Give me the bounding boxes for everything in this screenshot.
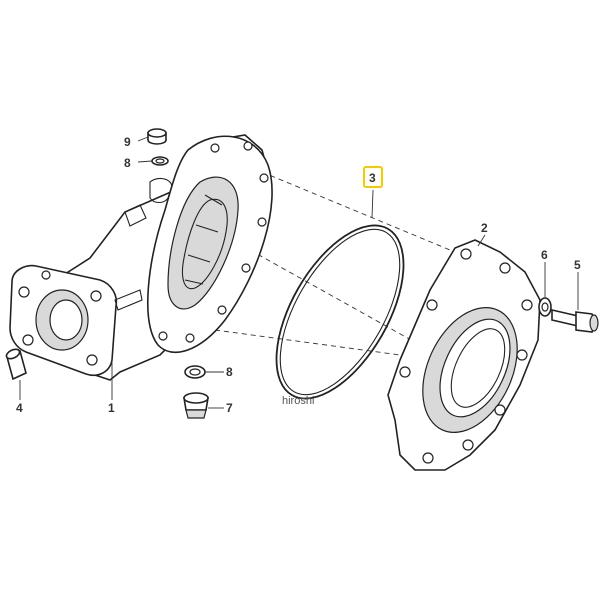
part-8-lower-washer: [184, 365, 206, 379]
part-9-breather-plug: [147, 128, 167, 145]
part-4-sleeve: [5, 348, 27, 381]
callout-6: 6: [541, 248, 548, 262]
callout-8-upper: 8: [124, 156, 131, 170]
callout-7: 7: [226, 401, 233, 415]
part-7-drain-plug: [183, 392, 209, 419]
callout-1: 1: [108, 401, 115, 415]
callout-3: 3: [369, 171, 376, 185]
leader-lines: [19, 136, 579, 409]
callout-4: 4: [16, 401, 23, 415]
part-3-highlight-box: [363, 166, 383, 188]
callout-9: 9: [124, 135, 131, 149]
callout-5: 5: [574, 258, 581, 272]
part-6-washer: [538, 297, 552, 317]
alignment-lines: [214, 171, 451, 356]
part-8-upper-washer: [151, 156, 169, 166]
part-3-o-ring: [275, 224, 405, 400]
part-1-housing: [9, 134, 273, 381]
callout-8-lower: 8: [226, 365, 233, 379]
part-2-cover-flange: [387, 239, 541, 471]
watermark-text: hiroshi: [282, 395, 314, 407]
callout-2: 2: [481, 221, 488, 235]
part-5-bolt: [551, 308, 599, 333]
